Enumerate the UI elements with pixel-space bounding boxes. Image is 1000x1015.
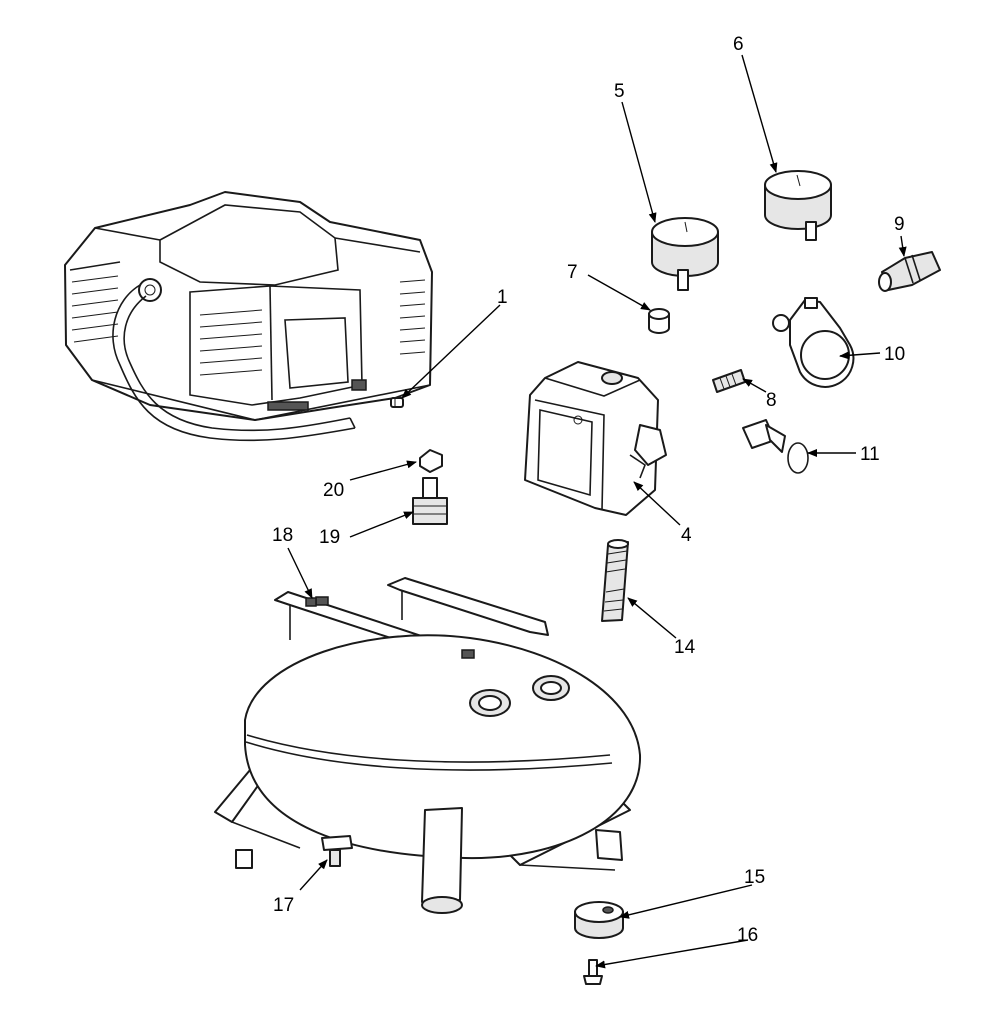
part-9-coupler [878,251,941,292]
callout-labels: 1 4 5 6 7 8 9 10 11 14 15 16 17 18 19 20 [272,34,905,946]
part-16-screw [583,959,603,985]
callout-6: 6 [733,34,744,55]
part-4-pressure-switch [524,361,667,516]
callout-18: 18 [272,525,293,546]
power-cord [112,284,356,442]
part-15-rubber-foot [574,901,624,939]
callout-4: 4 [681,525,692,546]
callout-8: 8 [766,390,777,411]
callout-11: 11 [860,444,880,465]
callout-17: 17 [273,895,294,916]
callout-16: 16 [737,925,758,946]
callout-5: 5 [614,81,625,102]
callout-7: 7 [567,262,578,283]
callout-10: 10 [884,344,905,365]
air-tank [214,577,642,914]
callout-20: 20 [323,480,344,501]
part-17-drain-valve [321,835,353,867]
part-18-clip [305,597,317,607]
part-14-long-nipple [601,539,629,622]
part-6-gauge [764,170,832,241]
callout-1: 1 [497,287,508,308]
part-19-fitting [412,477,448,525]
part-7-bushing [648,308,670,334]
part-8-nipple [712,369,746,393]
callout-9: 9 [894,214,905,235]
callout-15: 15 [744,867,765,888]
part-11-safety-valve [742,419,809,474]
part-20-nut [419,449,443,473]
part-5-gauge [651,217,719,291]
leader-lines [287,54,907,969]
motor-shroud [64,191,433,421]
part-10-regulator [772,297,855,388]
part-1-screw [390,397,404,408]
callout-19: 19 [319,527,340,548]
callout-14: 14 [674,637,696,658]
